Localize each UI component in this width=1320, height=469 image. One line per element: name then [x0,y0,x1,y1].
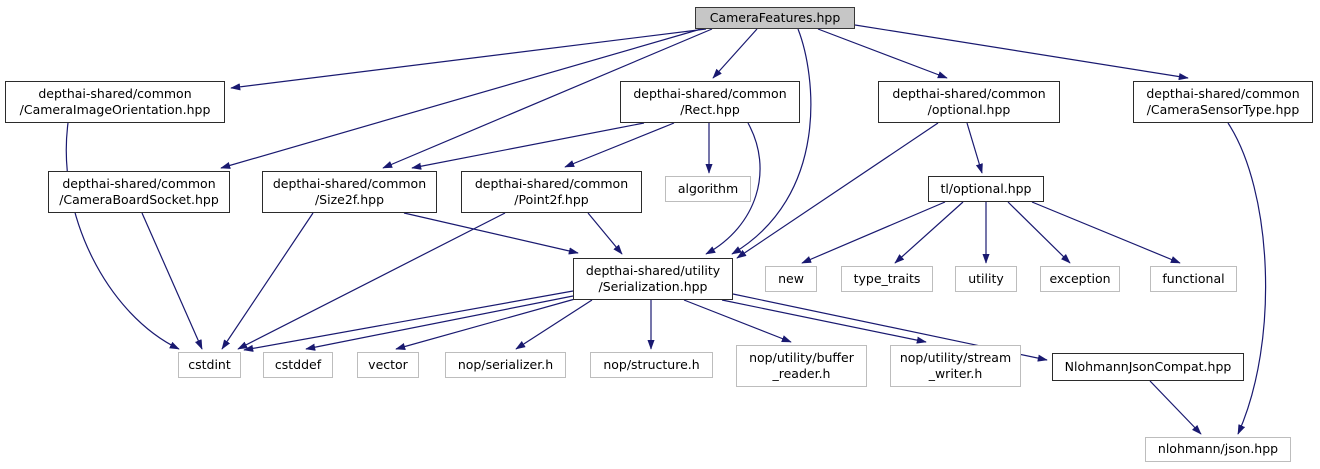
graph-node-label: type_traits [853,270,921,286]
edge-tl-optional-to-exception [1007,201,1071,264]
graph-node-rect[interactable]: depthai-shared/common/Rect.hpp [620,81,800,123]
edge-serialization-to-nop-buffer-reader [683,299,792,343]
graph-node-label: depthai-shared/common [892,85,1046,101]
graph-node-label: depthai-shared/common [272,175,427,191]
graph-node-vector: vector [357,352,419,378]
graph-node-utility: utility [955,266,1017,292]
edge-camera-board-socket-to-cstdint [141,212,203,350]
edge-camera-image-orientation-to-cstdint [65,122,180,350]
edge-optional-to-serialization [736,122,939,259]
edge-serialization-to-nop-serializer [515,299,593,350]
graph-node-functional: functional [1150,266,1237,292]
graph-node-label: tl/optional.hpp [940,180,1032,196]
graph-node-label: nop/serializer.h [457,356,554,372]
edge-tl-optional-to-functional [1031,201,1181,264]
graph-node-camera-board-socket[interactable]: depthai-shared/common/CameraBoardSocket.… [48,171,230,213]
edge-camera-features-to-rect [712,28,758,79]
graph-node-label: NlohmannJsonCompat.hpp [1064,358,1232,374]
graph-node-serialization[interactable]: depthai-shared/utility/Serialization.hpp [573,258,733,300]
graph-node-camera-features: CameraFeatures.hpp [695,7,855,29]
graph-node-label: depthai-shared/common [38,85,192,101]
graph-node-algorithm: algorithm [665,176,751,202]
graph-node-label: /Rect.hpp [680,102,740,117]
graph-node-type-traits: type_traits [841,266,933,292]
edge-serialization-to-vector [395,298,576,350]
graph-node-optional[interactable]: depthai-shared/common/optional.hpp [878,81,1060,123]
graph-node-nop-buffer-reader: nop/utility/buffer_reader.h [736,345,867,387]
graph-node-size2f[interactable]: depthai-shared/common/Size2f.hpp [262,171,437,213]
graph-node-label: _writer.h [928,366,983,381]
graph-node-label: cstdint [188,356,231,372]
graph-node-label: algorithm [677,180,739,196]
graph-node-label: depthai-shared/common [633,85,787,101]
edge-rect-to-point2f [564,122,675,168]
graph-node-label: depthai-shared/common [62,175,216,191]
graph-node-exception: exception [1040,266,1120,292]
edge-rect-to-size2f [411,122,645,170]
graph-node-label: functional [1162,270,1225,286]
graph-node-label: CameraFeatures.hpp [709,9,841,25]
edge-camera-features-to-optional [817,28,948,79]
edge-camera-features-to-camera-board-socket [220,28,702,169]
edge-camera-sensor-type-to-nlohmann-json [1227,122,1267,435]
edge-nlohmann-json-compat-to-nlohmann-json [1149,380,1202,435]
edge-tl-optional-to-type-traits [894,201,964,264]
graph-node-label: /CameraImageOrientation.hpp [19,102,211,117]
graph-node-label: /CameraBoardSocket.hpp [59,192,219,207]
graph-node-camera-sensor-type[interactable]: depthai-shared/common/CameraSensorType.h… [1133,81,1313,123]
graph-node-nlohmann-json: nlohmann/json.hpp [1145,437,1291,462]
graph-node-label: exception [1049,270,1111,286]
graph-node-cstddef: cstddef [263,352,333,378]
graph-node-label: nop/utility/buffer [749,349,854,365]
edge-point2f-to-cstdint [237,212,506,350]
graph-node-nop-stream-writer: nop/utility/stream_writer.h [890,345,1021,387]
graph-node-nop-serializer: nop/serializer.h [445,352,566,378]
graph-node-cstdint: cstdint [178,352,241,378]
graph-node-nop-structure: nop/structure.h [590,352,713,378]
graph-node-new: new [765,266,817,292]
edge-size2f-to-cstdint [221,212,314,350]
graph-node-nlohmann-json-compat[interactable]: NlohmannJsonCompat.hpp [1052,353,1244,381]
graph-node-label: nop/utility/stream [899,349,1012,365]
graph-node-label: depthai-shared/common [474,175,629,191]
graph-node-label: /CameraSensorType.hpp [1146,102,1300,117]
edge-size2f-to-serialization [403,212,579,255]
graph-node-point2f[interactable]: depthai-shared/common/Point2f.hpp [461,171,642,213]
edge-camera-features-to-serialization [731,28,812,255]
graph-node-label: utility [968,270,1004,286]
edge-serialization-to-nop-stream-writer [721,299,927,344]
graph-node-label: depthai-shared/utility [585,262,721,278]
edge-optional-to-tl-optional [966,122,983,174]
edge-camera-features-to-camera-sensor-type [854,24,1189,81]
graph-node-label: depthai-shared/common [1146,85,1300,101]
graph-node-tl-optional[interactable]: tl/optional.hpp [928,176,1044,202]
graph-node-label: /optional.hpp [927,102,1011,117]
edge-camera-features-to-size2f [382,28,713,169]
graph-node-label: /Point2f.hpp [514,192,589,207]
graph-node-label: new [778,270,804,286]
graph-node-camera-image-orientation[interactable]: depthai-shared/common/CameraImageOrienta… [5,81,225,123]
edge-serialization-to-cstddef [305,295,574,351]
graph-node-label: cstddef [274,356,322,372]
graph-node-label: nlohmann/json.hpp [1157,441,1279,457]
edge-tl-optional-to-new [801,201,946,264]
edge-point2f-to-serialization [587,212,623,255]
graph-node-label: nop/structure.h [603,356,700,372]
edge-rect-to-serialization [705,122,761,255]
graph-node-label: vector [368,356,408,372]
edge-serialization-to-cstdint [243,290,574,352]
graph-node-label: _reader.h [772,366,831,381]
graph-node-label: /Serialization.hpp [598,279,708,294]
graph-node-label: /Size2f.hpp [314,192,385,207]
edge-camera-features-to-camera-image-orientation [230,28,707,91]
